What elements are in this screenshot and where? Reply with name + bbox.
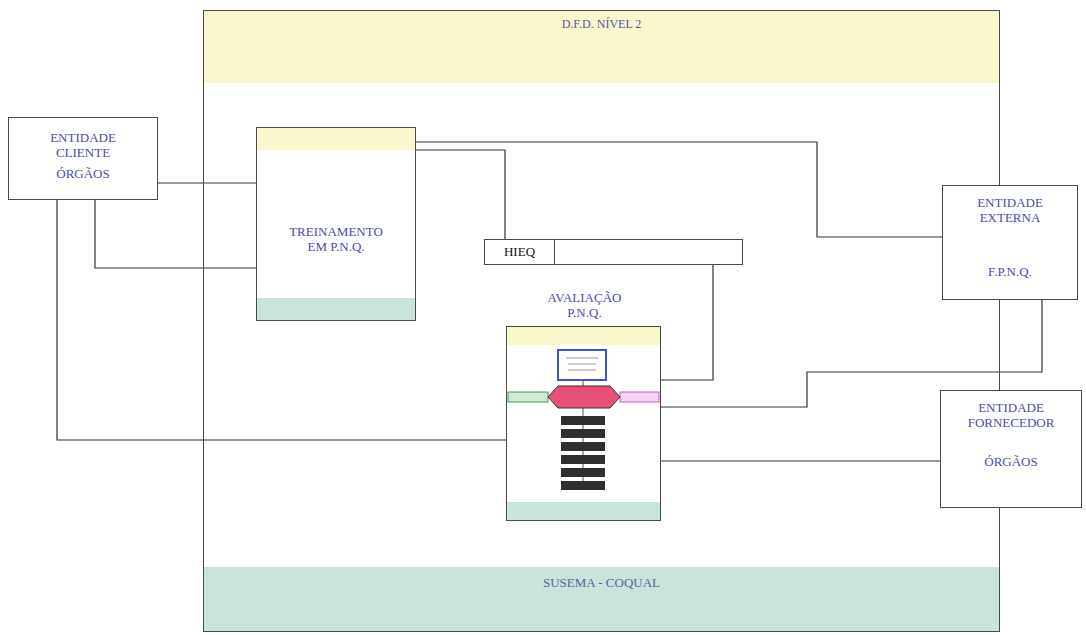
- entity-detail: ÓRGÃOS: [949, 454, 1073, 469]
- thumbnail-step: [561, 429, 605, 438]
- thumbnail-line: [566, 358, 598, 359]
- process-name: TREINAMENTO EM P.N.Q.: [286, 224, 386, 254]
- data-flow: [158, 182, 256, 183]
- context-frame: D.F.D. NÍVEL 2 SUSEMA - COQUAL TREINAMENTO…: [203, 10, 1000, 632]
- store-name: HIEQ: [487, 244, 553, 259]
- thumbnail-box: [508, 392, 548, 402]
- thumbnail-step: [561, 481, 605, 490]
- process-header: [507, 327, 660, 345]
- external-entity: ENTIDADE EXTERNA F.P.N.Q.: [942, 185, 1078, 300]
- process-footer: [507, 502, 660, 520]
- thumbnail-line: [568, 364, 596, 365]
- external-entity: ENTIDADE FORNECEDOR ÓRGÃOS: [940, 390, 1082, 508]
- thumbnail-step: [561, 455, 605, 464]
- thumbnail-step: [561, 468, 605, 477]
- thumbnail-decision: [548, 386, 620, 408]
- entity-name: ENTIDADE CLIENTE: [37, 130, 129, 160]
- data-flow: [661, 460, 940, 461]
- process-box: AVALIAÇÃO P.N.Q.: [506, 326, 661, 521]
- thumbnail-box: [558, 350, 606, 380]
- entity-detail: ÓRGÃOS: [18, 166, 148, 181]
- data-store: HIEQ: [484, 239, 743, 265]
- process-footer: [257, 298, 415, 320]
- data-flow: [416, 150, 505, 239]
- process-header: [257, 128, 415, 150]
- store-divider: [554, 240, 555, 264]
- thumbnail-step: [561, 442, 605, 451]
- process-name: AVALIAÇÃO P.N.Q.: [532, 290, 637, 320]
- process-box: TREINAMENTO EM P.N.Q.: [256, 127, 416, 321]
- data-flow: [416, 142, 942, 237]
- thumbnail-box: [620, 392, 659, 402]
- frame-footer: SUSEMA - COQUAL: [252, 575, 952, 590]
- entity-detail: F.P.N.Q.: [950, 264, 1070, 279]
- thumbnail-line: [568, 370, 596, 371]
- entity-name: ENTIDADE FORNECEDOR: [949, 400, 1073, 430]
- data-flow: [95, 200, 256, 268]
- thumbnail-line: [583, 380, 584, 488]
- thumbnail-step: [561, 416, 605, 425]
- entity-name: ENTIDADE EXTERNA: [964, 195, 1056, 225]
- frame-title: D.F.D. NÍVEL 2: [252, 17, 952, 32]
- external-entity: ENTIDADE CLIENTE ÓRGÃOS: [8, 117, 158, 200]
- data-flow: [661, 265, 713, 380]
